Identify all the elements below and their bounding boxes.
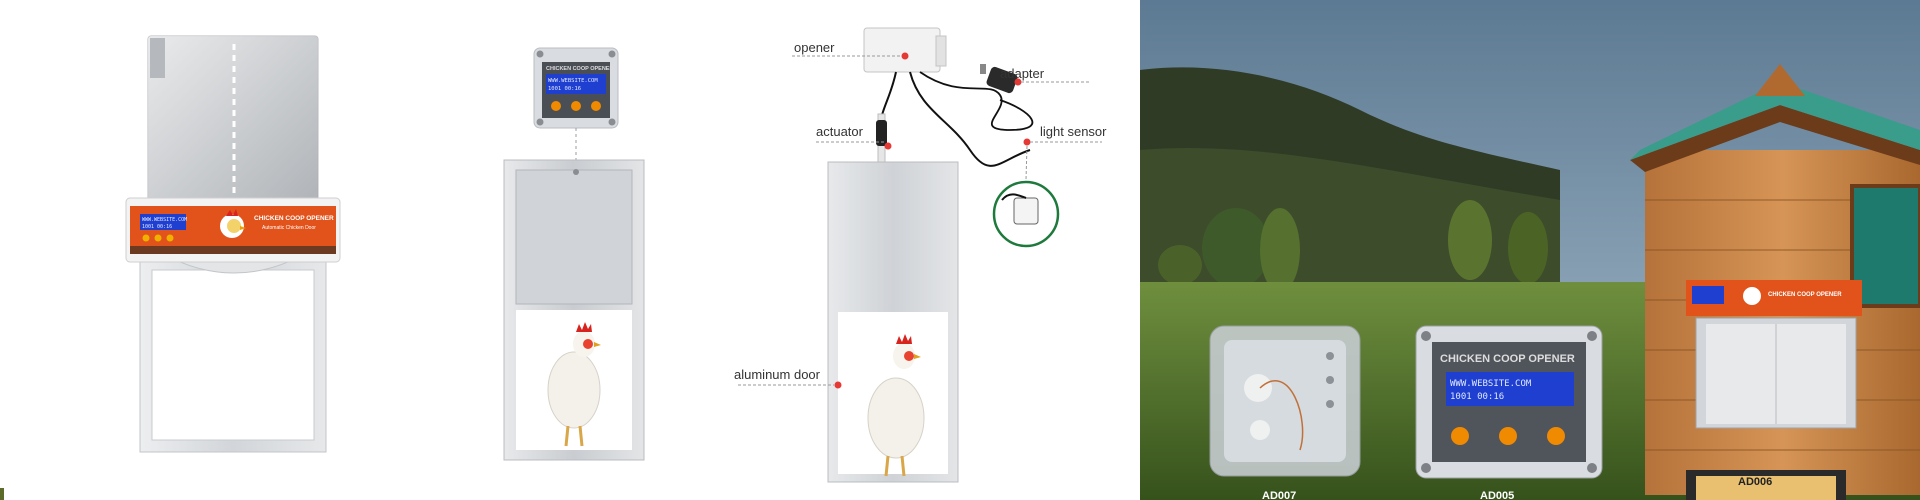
coop-roof <box>1630 82 1920 160</box>
svg-text:CHICKEN COOP OPENER: CHICKEN COOP OPENER <box>254 215 334 222</box>
component-diagram: opener adapter actuator light sensor <box>730 0 1140 500</box>
svg-text:CHICKEN COOP OPENER: CHICKEN COOP OPENER <box>1768 292 1842 298</box>
control-button <box>591 101 601 111</box>
control-button <box>1499 427 1517 445</box>
chicken-coop: CHICKEN COOP OPENER <box>1630 64 1920 500</box>
model-label: AD006 <box>1738 476 1772 488</box>
product-photo-compact-opener: CHICKEN COOP OPENER WWW.WEBSITE.COM 1001… <box>480 0 660 500</box>
hen-illustration <box>547 322 601 447</box>
svg-text:actuator: actuator <box>816 124 864 139</box>
edge-marker <box>0 488 4 500</box>
control-button <box>1451 427 1469 445</box>
svg-text:WWW.WEBSITE.COM: WWW.WEBSITE.COM <box>548 78 598 84</box>
svg-text:light sensor: light sensor <box>1040 124 1107 139</box>
svg-text:1001 00:16: 1001 00:16 <box>1450 392 1504 402</box>
svg-text:1001 00:16: 1001 00:16 <box>142 224 172 230</box>
coop-window <box>1850 184 1920 308</box>
svg-text:adapter: adapter <box>1000 66 1045 81</box>
svg-text:opener: opener <box>794 40 835 55</box>
svg-text:Automatic Chicken Door: Automatic Chicken Door <box>262 225 316 231</box>
product-photo-opener-with-door: WWW.WEBSITE.COM 1001 00:16 CHICKEN COOP … <box>0 0 360 500</box>
model-label: AD005 <box>1480 490 1514 500</box>
outdoor-scene-photo: CHICKEN COOP OPENER <box>1140 0 1920 500</box>
control-button <box>571 101 581 111</box>
svg-text:CHICKEN COOP OPENER: CHICKEN COOP OPENER <box>546 66 613 72</box>
lcd-screen <box>1446 372 1574 406</box>
model-label: AD007 <box>1262 490 1296 500</box>
control-button <box>1547 427 1565 445</box>
svg-text:WWW.WEBSITE.COM: WWW.WEBSITE.COM <box>1450 379 1532 389</box>
svg-text:CHICKEN COOP OPENER: CHICKEN COOP OPENER <box>1440 353 1575 365</box>
tree-line <box>1158 200 1548 292</box>
opener-unit <box>863 27 941 73</box>
lcd-screen <box>546 74 606 94</box>
control-button <box>154 234 162 242</box>
controller-ad007 <box>1209 325 1361 477</box>
control-button <box>142 234 150 242</box>
svg-text:WWW.WEBSITE.COM: WWW.WEBSITE.COM <box>142 217 187 223</box>
svg-text:1001 00:16: 1001 00:16 <box>548 86 581 92</box>
lcd-screen <box>140 214 186 230</box>
control-button <box>166 234 174 242</box>
light-sensor-icon <box>1013 197 1039 225</box>
controller-ad005: CHICKEN COOP OPENER WWW.WEBSITE.COM 1001… <box>1415 325 1603 479</box>
rooster-logo-icon <box>220 209 246 238</box>
control-button <box>551 101 561 111</box>
power-adapter <box>980 64 1018 94</box>
hen-illustration <box>867 334 925 477</box>
svg-text:aluminum door: aluminum door <box>734 367 821 382</box>
